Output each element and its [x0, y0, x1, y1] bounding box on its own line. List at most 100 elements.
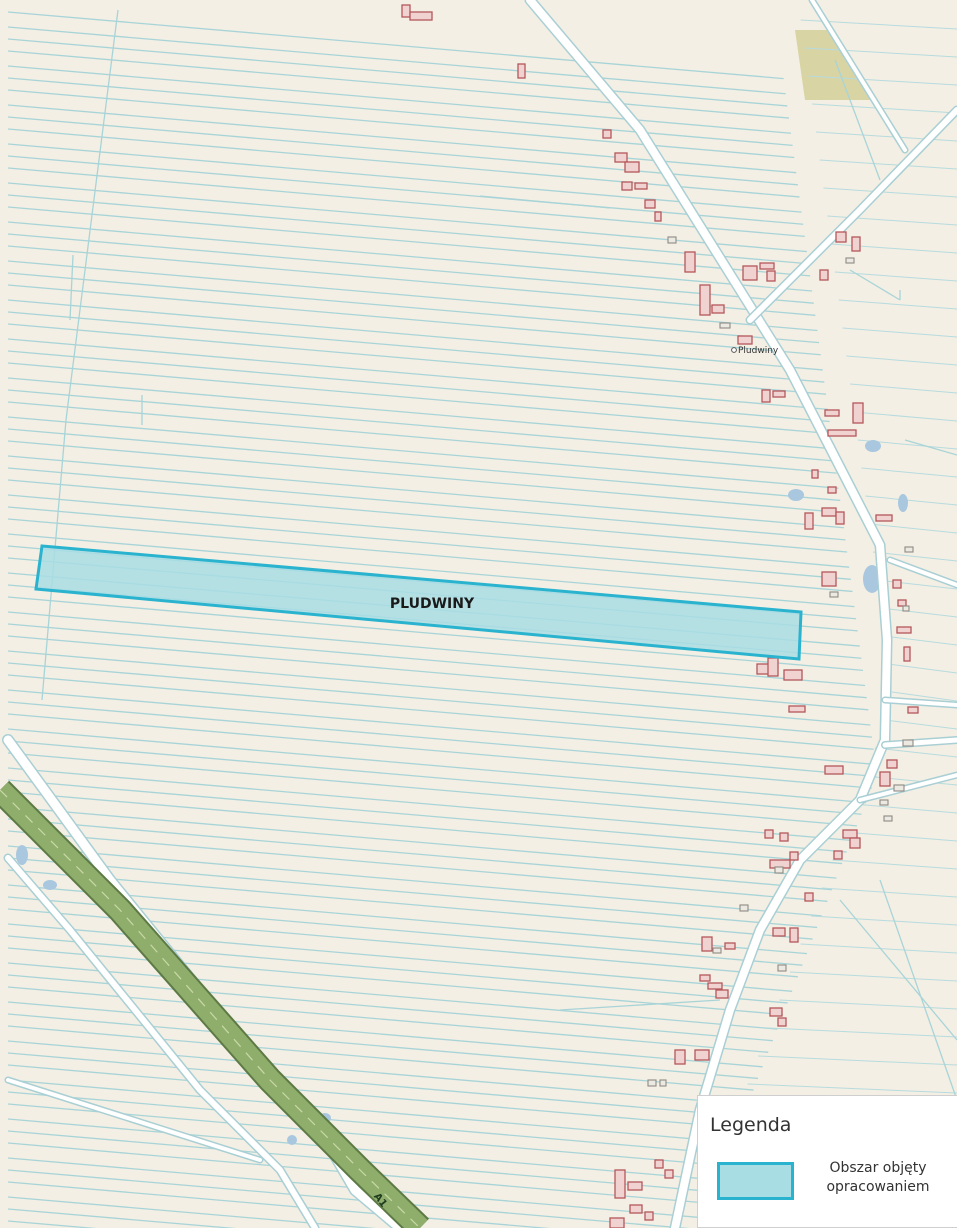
building: [907, 706, 919, 714]
study-area-polygon[interactable]: [34, 544, 803, 661]
parcel-line: [7, 1025, 754, 1091]
outbuilding: [845, 257, 855, 264]
building: [627, 1181, 643, 1191]
parcel-line: [7, 338, 829, 411]
parcel-line: [7, 818, 832, 891]
building: [835, 511, 845, 525]
parcel-line: [7, 323, 827, 395]
parcel-line: [7, 728, 867, 804]
outbuilding: [719, 322, 731, 329]
parcel-line: [7, 869, 813, 940]
building: [401, 4, 411, 18]
parcel-line: [842, 327, 957, 338]
side-road-east-4: [858, 773, 957, 802]
parcel-line: [7, 494, 850, 568]
parcel-line: [7, 389, 835, 462]
building: [694, 1049, 710, 1061]
building: [783, 669, 803, 681]
access-road: [6, 1078, 262, 1162]
parcel-line: [861, 467, 957, 478]
parcel-line: [7, 947, 784, 1016]
parcel-line: [7, 362, 832, 435]
building: [654, 211, 662, 222]
parcel-line: [7, 128, 800, 198]
parcel-line: [842, 831, 957, 842]
building: [624, 161, 640, 173]
parcel-line: [7, 65, 792, 134]
parcel-line: [479, 195, 611, 209]
village-road: [526, 0, 891, 1228]
parcel-line: [7, 143, 802, 213]
parcel-line: [7, 38, 788, 107]
outbuilding: [659, 1079, 667, 1087]
parcel-line: [874, 747, 957, 758]
parcel-line: [838, 299, 957, 310]
outbuilding: [667, 236, 677, 244]
parcel-line: [7, 533, 855, 608]
outbuilding: [883, 815, 893, 822]
parcel-line: [7, 206, 811, 277]
parcel-line: [7, 428, 841, 502]
parcel-line: [808, 75, 957, 86]
parcel-line: [800, 943, 957, 954]
building: [614, 1169, 626, 1199]
building: [827, 486, 837, 494]
parcel-line: [7, 479, 848, 553]
building: [699, 284, 711, 316]
parcel-line: [758, 1055, 957, 1066]
building: [842, 829, 858, 839]
parcel-line: [853, 411, 957, 422]
parcel-line: [768, 1027, 957, 1038]
parcel-line: [7, 416, 839, 489]
building: [621, 181, 633, 191]
parcel-line: [821, 887, 957, 898]
building: [896, 626, 912, 634]
outbuilding: [879, 799, 889, 806]
side-road-east: [882, 737, 957, 748]
parcel-line: [7, 311, 825, 383]
parcel-line: [7, 1196, 377, 1228]
building: [777, 1017, 787, 1027]
parcel-line: [839, 899, 957, 1041]
parcel-line: [7, 1040, 748, 1106]
building: [742, 265, 758, 281]
building: [779, 832, 789, 842]
building: [664, 1169, 674, 1179]
parcel-line: [7, 284, 821, 356]
building: [644, 199, 656, 209]
side-road-north: [747, 107, 957, 323]
building: [629, 1204, 643, 1214]
parcel-line: [7, 701, 877, 778]
outbuilding: [774, 866, 784, 874]
parcel-line: [7, 401, 837, 474]
outbuilding: [902, 605, 910, 612]
parcel-line: [7, 611, 866, 687]
parcel-line: [7, 155, 804, 225]
building: [821, 507, 837, 517]
parcel-line: [819, 159, 957, 170]
side-road-east-2: [883, 698, 957, 707]
building: [767, 657, 779, 677]
building: [852, 402, 864, 424]
parcel-line: [7, 1118, 719, 1181]
building: [609, 1217, 625, 1228]
building: [819, 269, 829, 281]
outbuilding: [739, 904, 749, 912]
parcel-line: [7, 962, 778, 1030]
parcel-line: [7, 50, 789, 119]
place-label: Pludwiny: [738, 346, 779, 356]
parcel-line: [7, 806, 837, 879]
parcel-line: [7, 272, 820, 344]
building: [724, 942, 736, 950]
parcel-line: [7, 440, 842, 514]
parcel-line: [850, 383, 957, 394]
parcel-line: [7, 1001, 763, 1068]
parcel-line: [7, 986, 769, 1053]
parcel-line: [7, 11, 784, 80]
parcel-line: [7, 455, 844, 529]
parcel-line: [7, 740, 862, 815]
outbuilding: [829, 591, 839, 598]
parcel-line: [7, 377, 834, 450]
